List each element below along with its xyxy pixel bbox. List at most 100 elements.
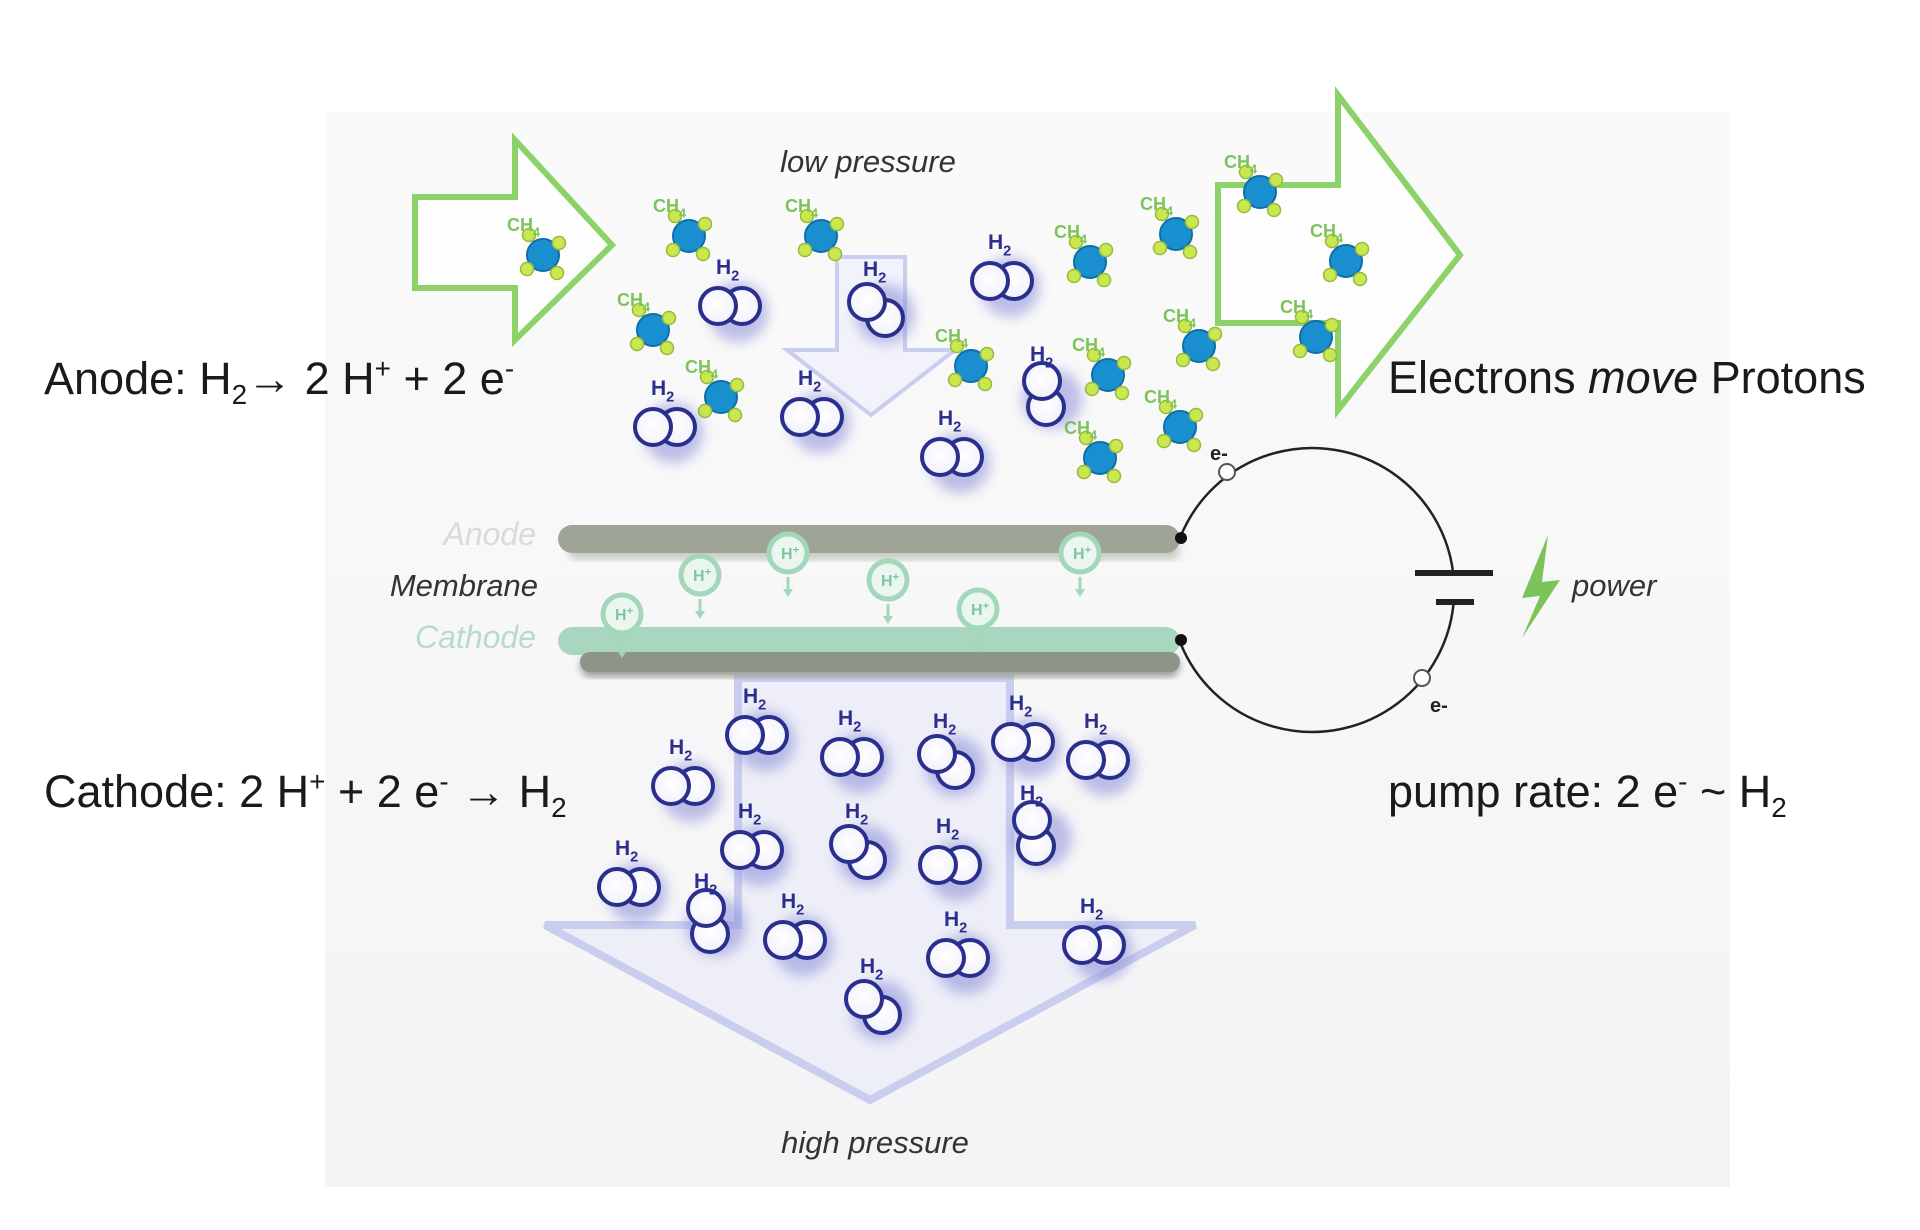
h2-molecule: H2 [597, 837, 667, 923]
ch4-molecule: CH4 [1054, 222, 1114, 288]
h2-molecule: H2 [917, 710, 985, 796]
anode-eq-sup2: - [504, 353, 515, 384]
ch4-label: CH4 [617, 290, 650, 314]
cathode-bar [558, 627, 1180, 655]
h2-label: H2 [669, 736, 692, 764]
h2-label: H2 [651, 377, 674, 405]
proton: H+ [1058, 531, 1102, 597]
battery-gap [1446, 572, 1472, 602]
h2-molecule: H2 [847, 258, 915, 344]
proton: H+ [678, 553, 722, 619]
low-pressure-label: low pressure [780, 144, 956, 179]
proton-label: H+ [881, 571, 900, 590]
pump-eq-prefix: pump rate: 2 e [1388, 766, 1679, 817]
h2-label: H2 [1084, 710, 1107, 738]
electrons-move-protons: Electrons move Protons [1388, 355, 1866, 400]
h2-label: H2 [781, 890, 804, 918]
h2-molecule: H2 [1012, 782, 1072, 868]
h2-molecule: H2 [918, 815, 988, 901]
cathode-eq-prefix: Cathode: 2 H [44, 766, 310, 817]
h2-molecule: H2 [780, 367, 850, 453]
proton-label: H+ [1073, 544, 1092, 563]
cathode-eq-mid: + 2 e [325, 766, 440, 817]
h2-label: H2 [936, 815, 959, 843]
h2-molecule: H2 [970, 231, 1040, 317]
h2-label: H2 [938, 407, 961, 435]
proton-label: H+ [693, 566, 712, 585]
ch4-molecule: CH4 [685, 357, 745, 423]
cathode-layer-label: Cathode [415, 619, 536, 655]
h2-label: H2 [716, 256, 739, 284]
pump-eq-sup: - [1678, 766, 1688, 797]
h2-molecule: H2 [720, 800, 790, 886]
h2-label: H2 [743, 685, 766, 713]
ch4-label: CH4 [1310, 221, 1343, 245]
h2-molecule: H2 [926, 908, 996, 994]
power-label: power [1571, 568, 1658, 603]
h2-molecule: H2 [1062, 895, 1132, 981]
h2-molecule: H2 [844, 955, 912, 1041]
h2-molecule: H2 [698, 256, 768, 342]
ch4-molecule: CH4 [1163, 306, 1223, 372]
ch4-label: CH4 [685, 357, 718, 381]
h2-label: H2 [615, 837, 638, 865]
h2-molecule: H2 [920, 407, 990, 493]
lightning-icon [1522, 535, 1560, 638]
pump-eq-mid: ~ H [1687, 766, 1772, 817]
h2-label: H2 [1030, 343, 1053, 371]
h2-molecule: H2 [633, 377, 703, 463]
h2-label: H2 [1080, 895, 1103, 923]
electron-out-node [1218, 463, 1236, 481]
ch4-label: CH4 [653, 196, 686, 220]
ch4-label: CH4 [1140, 194, 1173, 218]
h2-label: H2 [694, 870, 717, 898]
ch4-label: CH4 [1163, 306, 1196, 330]
ch4-molecule: CH4 [935, 326, 995, 392]
ch4-molecule: CH4 [1310, 221, 1370, 287]
ch4-molecule: CH4 [1144, 387, 1204, 453]
h2-label: H2 [933, 710, 956, 738]
proton: H+ [956, 587, 1000, 653]
pump-eq-sub: 2 [1771, 792, 1787, 823]
cathode-eq-sub: 2 [551, 792, 567, 823]
h2-label: H2 [1009, 692, 1032, 720]
ch4-molecule: CH4 [1280, 297, 1340, 363]
ch4-molecule: CH4 [1140, 194, 1200, 260]
h2-molecule: H2 [1066, 710, 1136, 796]
h2-molecule: H2 [686, 870, 746, 956]
ch4-label: CH4 [1280, 297, 1313, 321]
ch4-molecule: CH4 [785, 196, 845, 262]
h2-label: H2 [944, 908, 967, 936]
cathode-contact [1175, 634, 1187, 646]
cathode-equation: Cathode: 2 H+ + 2 e- → H2 [44, 768, 567, 822]
ch4-molecule: CH4 [617, 290, 677, 356]
ch4-label: CH4 [1224, 152, 1257, 176]
cathode-eq-sup2: - [439, 766, 449, 797]
h2-molecule: H2 [763, 890, 833, 976]
anode-eq-prefix: Anode: H [44, 353, 232, 404]
anode-eq-tail: + 2 e [390, 353, 505, 404]
protons-text: Protons [1698, 352, 1866, 403]
h2-molecule: H2 [1022, 343, 1082, 429]
h2-label: H2 [838, 707, 861, 735]
h2-molecule: H2 [651, 736, 721, 822]
h2-label: H2 [860, 955, 883, 983]
anode-eq-sup1: + [374, 353, 391, 384]
h2-label: H2 [1020, 782, 1043, 810]
electron-in-label: e- [1430, 695, 1448, 717]
proton-label: H+ [971, 600, 990, 619]
ch4-molecule: CH4 [1224, 152, 1284, 218]
ch4-molecule: CH4 [1064, 418, 1124, 484]
membrane-layer-label: Membrane [390, 568, 538, 603]
proton: H+ [600, 592, 644, 658]
h2-label: H2 [988, 231, 1011, 259]
h2-molecule: H2 [820, 707, 890, 793]
anode-bar [558, 525, 1180, 553]
ch4-label: CH4 [1144, 387, 1177, 411]
proton: H+ [766, 531, 810, 597]
ch4-molecule: CH4 [507, 215, 567, 281]
ch4-molecule: CH4 [1072, 335, 1132, 401]
